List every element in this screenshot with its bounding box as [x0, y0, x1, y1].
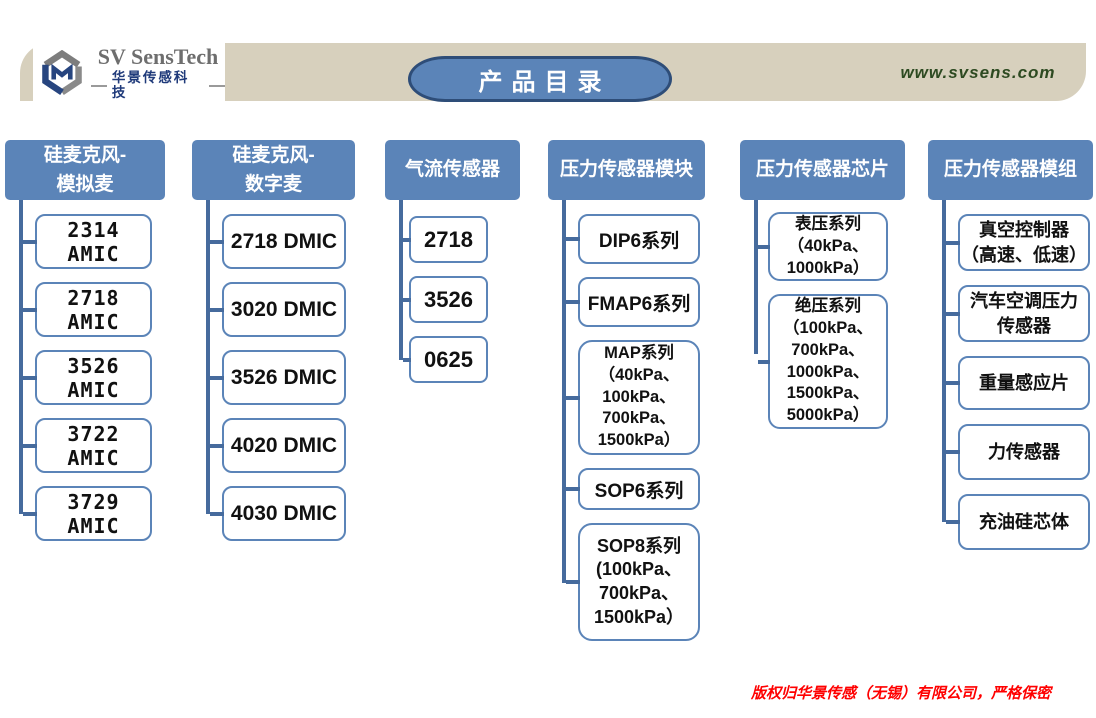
- tree-body: 2718 DMIC 3020 DMIC 3526 DMIC 4020 DMIC …: [192, 200, 355, 541]
- tree-body: 2314 AMIC 2718 AMIC 3526 AMIC 3722 AMIC …: [5, 200, 165, 541]
- product-item-label: 3526 AMIC: [67, 353, 120, 402]
- company-logo: SV SensTech 华景传感科技: [33, 43, 225, 102]
- copyright-notice: 版权归华景传感（无锡）有限公司，严格保密: [750, 685, 1051, 702]
- product-item-label: 3526 DMIC: [230, 365, 338, 389]
- product-item-label: 力传感器: [988, 441, 1060, 462]
- page-title: 产品目录: [478, 68, 611, 96]
- product-item: FMAP6系列: [578, 277, 700, 327]
- product-item-label: SOP6系列: [594, 480, 684, 502]
- product-item-label: 2314 AMIC: [67, 217, 120, 266]
- product-item-label: 3729 AMIC: [67, 489, 120, 538]
- tree-header: 硅麦克风- 模拟麦: [5, 140, 165, 200]
- product-item: 绝压系列 （100kPa、 700kPa、 1000kPa、 1500kPa、 …: [768, 294, 888, 429]
- connector-trunk: [206, 200, 210, 514]
- tree-header: 气流传感器: [385, 140, 520, 200]
- logo-name: SV SensTech: [97, 43, 219, 69]
- product-item-label: 汽车空调压力 传感器: [970, 291, 1078, 336]
- product-item-label: 重量感应片: [979, 372, 1069, 393]
- connector-trunk: [19, 200, 23, 514]
- logo-subtitle: 华景传感科技: [91, 70, 225, 101]
- product-item: 重量感应片: [958, 356, 1090, 410]
- product-item-label: 3722 AMIC: [67, 421, 120, 470]
- product-item-label: 0625: [424, 346, 473, 372]
- tree-body: 真空控制器 （高速、低速） 汽车空调压力 传感器 重量感应片 力传感器 充油硅芯…: [928, 200, 1093, 550]
- tree-silicon-mic-digital: 硅麦克风- 数字麦 2718 DMIC 3020 DMIC 3526 DMIC …: [192, 140, 355, 541]
- tree-pressure-sensor-assembly: 压力传感器模组 真空控制器 （高速、低速） 汽车空调压力 传感器 重量感应片 力…: [928, 140, 1093, 550]
- product-item: 0625: [409, 336, 488, 383]
- product-item: 3526 AMIC: [35, 350, 152, 405]
- product-item: 汽车空调压力 传感器: [958, 285, 1090, 342]
- tree-header: 压力传感器模组: [928, 140, 1093, 200]
- product-item-label: 2718 DMIC: [230, 229, 338, 253]
- tree-body: 表压系列 （40kPa、 1000kPa） 绝压系列 （100kPa、 700k…: [740, 200, 905, 429]
- tree-header: 硅麦克风- 数字麦: [192, 140, 355, 200]
- product-item: 3729 AMIC: [35, 486, 152, 541]
- tree-pressure-sensor-chip: 压力传感器芯片 表压系列 （40kPa、 1000kPa） 绝压系列 （100k…: [740, 140, 905, 429]
- product-item-label: MAP系列 （40kPa、 100kPa、 700kPa、 1500kPa）: [597, 344, 681, 450]
- connector-trunk: [942, 200, 946, 522]
- product-item: DIP6系列: [578, 214, 700, 264]
- product-item: SOP8系列 (100kPa、 700kPa、 1500kPa）: [578, 523, 700, 641]
- logo-text: SV SensTech 华景传感科技: [91, 43, 225, 101]
- tree-silicon-mic-analog: 硅麦克风- 模拟麦 2314 AMIC 2718 AMIC 3526 AMIC …: [5, 140, 165, 541]
- product-item-label: 2718 AMIC: [67, 285, 120, 334]
- product-item: 表压系列 （40kPa、 1000kPa）: [768, 212, 888, 282]
- tree-airflow-sensor: 气流传感器 2718 3526 0625: [385, 140, 520, 383]
- product-item-label: 2718: [424, 226, 473, 252]
- logo-hexagon-icon: [42, 49, 82, 95]
- tree-body: DIP6系列 FMAP6系列 MAP系列 （40kPa、 100kPa、 700…: [548, 200, 705, 641]
- product-item: 4020 DMIC: [222, 418, 346, 473]
- tree-header: 压力传感器芯片: [740, 140, 905, 200]
- product-item: 3020 DMIC: [222, 282, 346, 337]
- product-item: 2718: [409, 216, 488, 263]
- product-item: 充油硅芯体: [958, 494, 1090, 550]
- product-item-label: DIP6系列: [598, 230, 680, 252]
- product-item: 3722 AMIC: [35, 418, 152, 473]
- connector-trunk: [754, 200, 758, 354]
- product-item: SOP6系列: [578, 468, 700, 510]
- product-item-label: 3020 DMIC: [230, 297, 338, 321]
- tree-body: 2718 3526 0625: [385, 200, 520, 383]
- product-item: 真空控制器 （高速、低速）: [958, 214, 1090, 271]
- product-item-label: FMAP6系列: [587, 293, 691, 315]
- product-item: 4030 DMIC: [222, 486, 346, 541]
- product-item: 3526 DMIC: [222, 350, 346, 405]
- product-item: 力传感器: [958, 424, 1090, 480]
- product-item: 3526: [409, 276, 488, 323]
- product-item-label: 4020 DMIC: [230, 433, 338, 457]
- product-item-label: SOP8系列 (100kPa、 700kPa、 1500kPa）: [593, 535, 685, 627]
- product-item-label: 4030 DMIC: [230, 501, 338, 525]
- website-url: www.svsens.com: [900, 63, 1056, 82]
- product-item: 2314 AMIC: [35, 214, 152, 269]
- product-item-label: 充油硅芯体: [979, 511, 1069, 532]
- tree-header: 压力传感器模块: [548, 140, 705, 200]
- product-item-label: 真空控制器 （高速、低速）: [961, 220, 1087, 265]
- page-title-oval: 产品目录: [408, 56, 672, 102]
- product-item: 2718 DMIC: [222, 214, 346, 269]
- product-item-label: 绝压系列 （100kPa、 700kPa、 1000kPa、 1500kPa、 …: [783, 297, 873, 425]
- connector-trunk: [562, 200, 566, 583]
- product-item-label: 表压系列 （40kPa、 1000kPa）: [786, 215, 870, 277]
- product-item: MAP系列 （40kPa、 100kPa、 700kPa、 1500kPa）: [578, 340, 700, 455]
- connector-trunk: [399, 200, 403, 360]
- product-item-label: 3526: [424, 286, 473, 312]
- product-item: 2718 AMIC: [35, 282, 152, 337]
- tree-pressure-sensor-module: 压力传感器模块 DIP6系列 FMAP6系列 MAP系列 （40kPa、 100…: [548, 140, 705, 641]
